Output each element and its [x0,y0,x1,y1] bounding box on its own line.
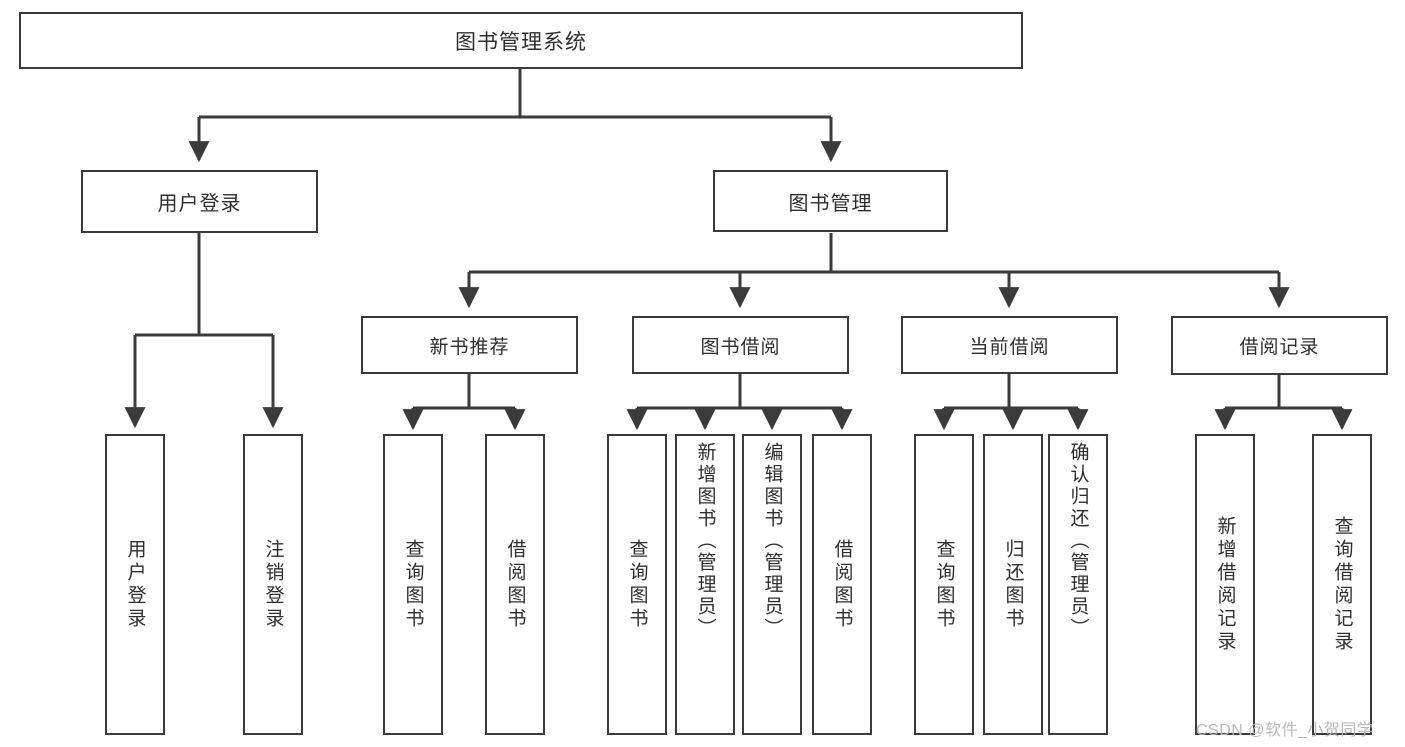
node-leaf-return-book[interactable]: 归还图书 [983,434,1043,735]
node-leaf-logout-login[interactable]: 注销登录 [243,434,303,735]
node-label: 用户登录 [124,538,146,631]
node-label: 图书借阅 [700,336,781,358]
node-label: 新书推荐 [429,336,510,358]
node-leaf-add-book[interactable]: 新增图书（管理员） [675,434,735,735]
node-borrow-record[interactable]: 借阅记录 [1171,316,1388,375]
node-label: 用户登录 [157,193,242,215]
node-label: 借阅图书 [831,538,853,631]
node-new-book-recommend[interactable]: 新书推荐 [361,316,578,374]
node-label: 新增借阅记录 [1214,515,1236,654]
node-label: 查询图书 [933,538,955,631]
node-label: 查询图书 [402,538,424,631]
node-leaf-add-borrow-record[interactable]: 新增借阅记录 [1195,434,1255,735]
node-current-borrow[interactable]: 当前借阅 [901,316,1118,374]
node-label: 查询借阅记录 [1331,515,1353,654]
node-label: 图书管理系统 [455,30,587,54]
node-leaf-query-borrow-record[interactable]: 查询借阅记录 [1312,434,1372,735]
node-label: 图书管理 [788,192,873,215]
node-label: 注销登录 [262,538,284,631]
node-label: 编辑图书（管理员） [761,442,783,640]
node-leaf-confirm-return[interactable]: 确认归还（管理员） [1048,434,1108,735]
node-label: 借阅图书 [504,538,526,631]
node-book-borrow[interactable]: 图书借阅 [632,316,849,374]
node-leaf-edit-book[interactable]: 编辑图书（管理员） [742,434,802,735]
node-leaf-query-book-recommend[interactable]: 查询图书 [383,434,443,735]
node-label: 借阅记录 [1239,337,1320,358]
node-leaf-borrow-book-recommend[interactable]: 借阅图书 [485,434,545,735]
node-label: 新增图书（管理员） [694,442,716,640]
node-label: 查询图书 [626,538,648,631]
node-user-login[interactable]: 用户登录 [81,170,318,233]
node-label: 当前借阅 [969,336,1050,358]
node-book-manage[interactable]: 图书管理 [713,170,948,232]
node-root-book-management-system[interactable]: 图书管理系统 [19,12,1023,69]
node-leaf-borrow-book[interactable]: 借阅图书 [812,434,872,735]
node-leaf-query-book-borrow[interactable]: 查询图书 [607,434,667,735]
csdn-watermark: CSDN @软件_小贺同学 [1196,722,1374,739]
node-leaf-user-login[interactable]: 用户登录 [105,434,165,735]
node-label: 归还图书 [1002,538,1024,631]
node-label: 确认归还（管理员） [1067,442,1089,640]
node-leaf-query-book-current[interactable]: 查询图书 [914,434,974,735]
